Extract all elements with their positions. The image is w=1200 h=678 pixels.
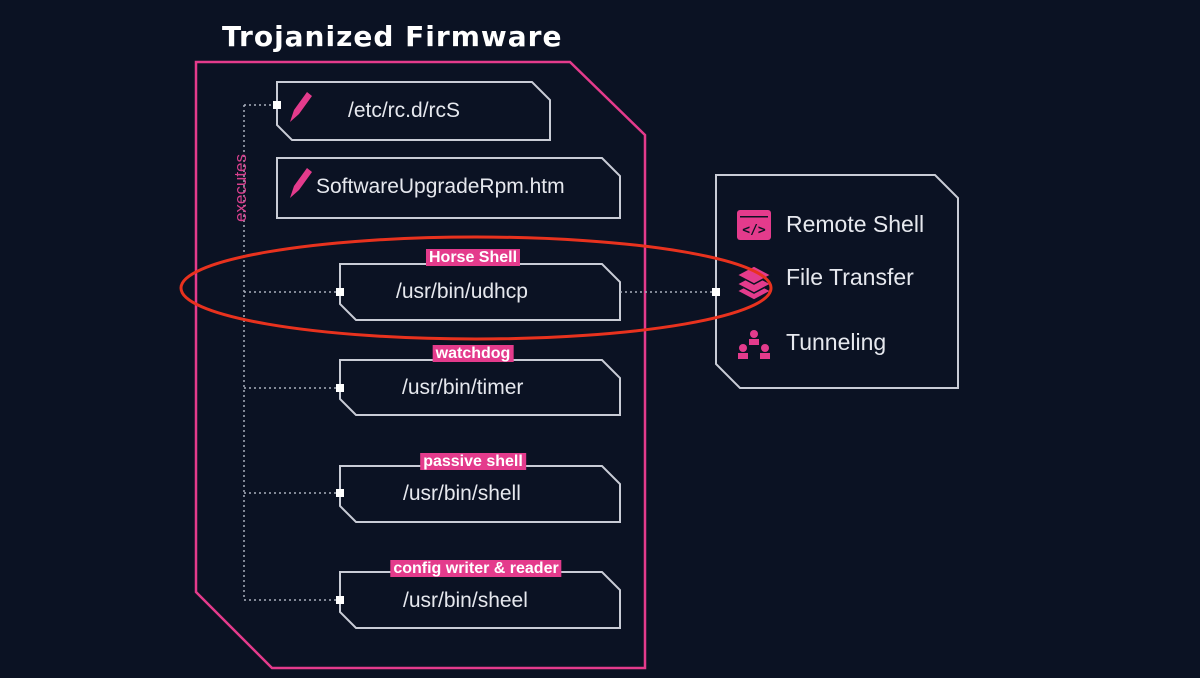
component-tag: config writer & reader <box>390 560 562 577</box>
component-path: /usr/bin/sheel <box>403 589 528 612</box>
file-path: SoftwareUpgradeRpm.htm <box>316 175 565 198</box>
executes-label: executes <box>231 153 250 223</box>
features-panel <box>715 174 959 389</box>
component-tag: passive shell <box>420 453 526 470</box>
connector-nodes <box>273 101 720 604</box>
feature-file-transfer: File Transfer <box>786 264 914 290</box>
component-tag: Horse Shell <box>425 249 521 266</box>
file-path: /etc/rc.d/rcS <box>348 99 461 122</box>
component-path: /usr/bin/udhcp <box>396 280 528 303</box>
component-path: /usr/bin/timer <box>402 376 524 399</box>
network-people-icon <box>738 330 770 359</box>
svg-text:</>: </> <box>742 223 766 238</box>
feature-tunneling: Tunneling <box>786 329 887 355</box>
component-box-timer <box>339 359 621 416</box>
highlight-ellipse <box>179 235 773 341</box>
file-box-rcs <box>276 81 551 141</box>
firmware-container <box>194 60 647 670</box>
code-window-icon: </> <box>737 210 771 240</box>
diagram-title: Trojanized Firmware <box>222 20 563 53</box>
component-box-shell <box>339 465 621 523</box>
component-path: /usr/bin/shell <box>403 482 521 505</box>
layers-icon <box>735 265 773 301</box>
component-tag: watchdog <box>432 345 514 362</box>
feature-remote-shell: Remote Shell <box>786 211 925 237</box>
dotted-connectors <box>243 104 716 601</box>
component-box-sheel <box>339 571 621 629</box>
file-box-upgrade <box>276 157 621 219</box>
component-box-udhcp <box>339 263 621 321</box>
pencil-icon <box>290 92 312 198</box>
